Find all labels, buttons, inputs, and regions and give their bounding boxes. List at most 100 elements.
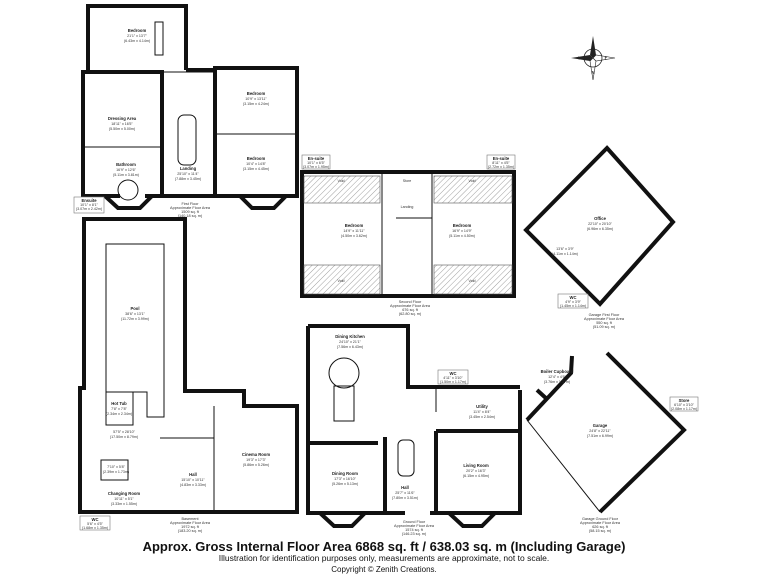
room-label: En-suite	[493, 156, 510, 161]
floor-area-metric: (62.80 sq. m)	[399, 312, 422, 316]
room-dims-metric: (5.50m x 5.00m)	[109, 127, 135, 131]
floor-label: First Floor	[181, 202, 199, 206]
room-dims: 6'10" x 3'10"	[674, 403, 694, 407]
room-dims: 22'10" x 20'10"	[588, 222, 612, 226]
room-label: Bathroom	[116, 162, 136, 167]
room-label: Bedroom	[128, 28, 147, 33]
room-dims: 17'3" x 16'10"	[334, 477, 356, 481]
room-label: Utility	[476, 404, 488, 409]
room-dims-metric: (3.45m x 2.54m)	[469, 415, 495, 419]
room-dims: 24'10" x 21'1"	[339, 340, 361, 344]
room-dims: 7'10" x 5'8"	[107, 465, 125, 469]
room-dims: 4'9" x 3'9"	[565, 300, 581, 304]
floor-label: Second Floor	[399, 300, 422, 304]
room-dims: 4'11" x 3'10"	[443, 376, 463, 380]
room-dims: 19'3" x 17'3"	[246, 458, 266, 462]
room-dims: 13'6" x 3'9"	[556, 247, 574, 251]
compass-icon: S N W E	[571, 36, 616, 81]
room-dims-metric: (5.11m x 4.50m)	[449, 234, 475, 238]
floor-label: Approximate Floor Area	[170, 521, 211, 525]
room-dims-metric: (2.08m x 1.17m)	[671, 407, 697, 411]
room-dims: 16'9" x 12'6"	[116, 168, 136, 172]
floor-area: 1972 sq. ft	[181, 525, 200, 529]
room-label: Void	[469, 179, 476, 183]
disclaimer: Illustration for identification purposes…	[218, 553, 550, 563]
room-label: WC	[92, 517, 99, 522]
room-label: Void	[469, 279, 476, 283]
floor-area: 1574 sq. ft	[405, 528, 424, 532]
room-dims: 16'9" x 14'9"	[452, 229, 472, 233]
room-dims: 38'6" x 13'1"	[125, 312, 145, 316]
room-dims: 8'11" x 4'5"	[492, 161, 510, 165]
room-label: WC	[570, 295, 577, 300]
room-dims: 10'1" x 6'5"	[307, 161, 325, 165]
room-label: Bedroom	[247, 91, 266, 96]
second-floor-plan: Void Void Void Void Store Landing Bedroo…	[300, 154, 516, 316]
room-dims-metric: (4.11m x 1.14m)	[552, 252, 578, 256]
floor-label: Basement	[181, 517, 199, 521]
room-label: Bedroom	[345, 223, 364, 228]
compass-s: S	[592, 43, 595, 48]
room-dims: 21'1" x 13'7"	[127, 34, 147, 38]
room-label: Bedroom	[453, 223, 472, 228]
room-dims: 10'9" x 13'11"	[245, 97, 267, 101]
room-dims: 10'11" x 5'1"	[114, 497, 134, 501]
room-dims: 5'6" x 4'5"	[87, 522, 103, 526]
garage-ground-floor-plan: Garage 24'8" x 22'11" (7.51m x 6.99m) Bo…	[525, 351, 699, 533]
room-dims-metric: (3.15m x 4.45m)	[243, 167, 269, 171]
floor-area-title: Approx. Gross Internal Floor Area 6868 s…	[142, 539, 626, 554]
room-label: Store	[679, 398, 690, 403]
room-label: Cinema Room	[242, 452, 270, 457]
room-label: Boiler Cupboard	[541, 369, 574, 374]
room-label: Ensuite	[81, 198, 97, 203]
floor-label: Garage Ground Floor	[582, 517, 619, 521]
room-label: Void	[338, 179, 345, 183]
floor-area-metric: (146.23 sq. m)	[402, 532, 427, 536]
room-dims: 24'8" x 22'11"	[589, 429, 611, 433]
room-dims-metric: (3.07m x 2.42m)	[76, 207, 102, 211]
room-dims: 12'4" x 4'6"	[548, 375, 566, 379]
garage-first-floor-plan: Office 22'10" x 20'10" (6.96m x 6.35m) 1…	[523, 145, 676, 329]
room-label: Garage	[593, 423, 608, 428]
room-label: Dressing Area	[108, 116, 137, 121]
room-dims: 57'5" x 28'10"	[113, 430, 135, 434]
floor-area-metric: (183.20 sq. m)	[178, 529, 203, 533]
room-dims-metric: (7.80m x 3.51m)	[392, 496, 418, 500]
first-floor-plan: Bedroom 21'1" x 13'7" (6.43m x 4.14m) Be…	[73, 4, 299, 218]
room-dims-metric: (6.96m x 6.35m)	[587, 227, 613, 231]
floor-area-metric: (140.18 sq. m)	[178, 214, 203, 218]
room-dims-metric: (5.26m x 5.13m)	[332, 482, 358, 486]
room-dims-metric: (4.50m x 3.62m)	[341, 234, 367, 238]
room-label: Hall	[401, 485, 409, 490]
room-label: Changing Room	[108, 491, 141, 496]
room-label: Landing	[401, 205, 414, 209]
room-dims-metric: (1.68m x 1.35m)	[82, 526, 108, 530]
room-label: Void	[338, 279, 345, 283]
room-dims-metric: (7.56m x 6.43m)	[337, 345, 363, 349]
room-dims-metric: (3.76m x 1.37m)	[544, 380, 570, 384]
floor-label: Approximate Floor Area	[394, 524, 435, 528]
room-dims-metric: (7.88m x 3.45m)	[175, 177, 201, 181]
room-label: Living Room	[463, 463, 489, 468]
room-dims-metric: (11.72m x 3.99m)	[121, 317, 149, 321]
room-label: Bedroom	[247, 156, 266, 161]
compass-w: W	[578, 56, 582, 61]
room-dims: 18'11" x 16'5"	[111, 122, 133, 126]
room-dims: 14'9" x 11'11"	[343, 229, 365, 233]
room-dims-metric: (6.15m x 4.95m)	[463, 474, 489, 478]
floor-area-metric: (51.09 sq. m)	[593, 325, 616, 329]
floor-label: Approximate Floor Area	[390, 304, 431, 308]
floor-label: Approximate Floor Area	[580, 521, 621, 525]
basement-plan: Pool 38'6" x 13'1" (11.72m x 3.99m) Hot …	[78, 217, 299, 533]
floor-area-metric: (58.15 sq. m)	[589, 529, 612, 533]
compass-n: N	[591, 70, 594, 75]
room-label: WC	[450, 371, 457, 376]
copyright: Copyright © Zenith Creations.	[331, 565, 437, 574]
room-dims: 10'1" x 8'1"	[80, 203, 98, 207]
room-label: Office	[594, 216, 607, 221]
room-dims: 20'2" x 16'3"	[466, 469, 486, 473]
compass-e: E	[605, 56, 608, 61]
room-dims-metric: (1.45m x 1.14m)	[560, 304, 586, 308]
room-dims: 25'10" x 11'4"	[177, 172, 199, 176]
room-dims-metric: (7.51m x 6.99m)	[587, 434, 613, 438]
